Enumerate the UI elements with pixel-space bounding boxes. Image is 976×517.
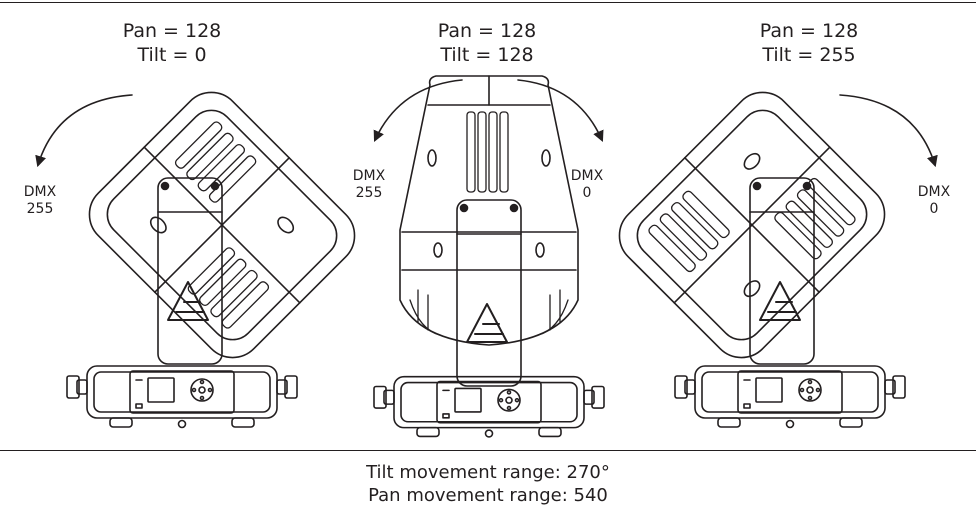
caption-left: Pan = 128 Tilt = 0 xyxy=(42,19,302,67)
dmx-label-center-255: DMX 255 xyxy=(352,168,386,201)
bottom-rule xyxy=(0,450,976,451)
caption-right: Pan = 128 Tilt = 255 xyxy=(679,19,939,67)
fixture-left xyxy=(35,79,368,429)
pan-range-text: Pan movement range: 540 xyxy=(368,485,608,506)
dmx-label-right-0: DMX 0 xyxy=(917,184,951,217)
rotation-arrow-center-left xyxy=(373,79,463,143)
tilt-value-center: Tilt = 128 xyxy=(440,44,534,66)
fixture-center xyxy=(373,75,605,438)
top-rule xyxy=(0,2,976,3)
rotation-arrow-center-right xyxy=(517,79,604,143)
caption-center: Pan = 128 Tilt = 128 xyxy=(357,19,617,67)
pan-value-right: Pan = 128 xyxy=(759,20,859,42)
tilt-value-right: Tilt = 255 xyxy=(762,44,856,66)
fixtures-drawing xyxy=(35,75,938,438)
rotation-arrow-right xyxy=(839,94,938,168)
tilt-value-left: Tilt = 0 xyxy=(137,44,207,66)
dmx-label-center-0: DMX 0 xyxy=(570,168,604,201)
pan-value-left: Pan = 128 xyxy=(122,20,222,42)
fixture-right xyxy=(606,79,938,429)
dmx-label-left-255: DMX 255 xyxy=(23,184,57,217)
rotation-arrow-left xyxy=(35,94,133,168)
tilt-range-text: Tilt movement range: 270° xyxy=(366,462,610,483)
pan-value-center: Pan = 128 xyxy=(437,20,537,42)
